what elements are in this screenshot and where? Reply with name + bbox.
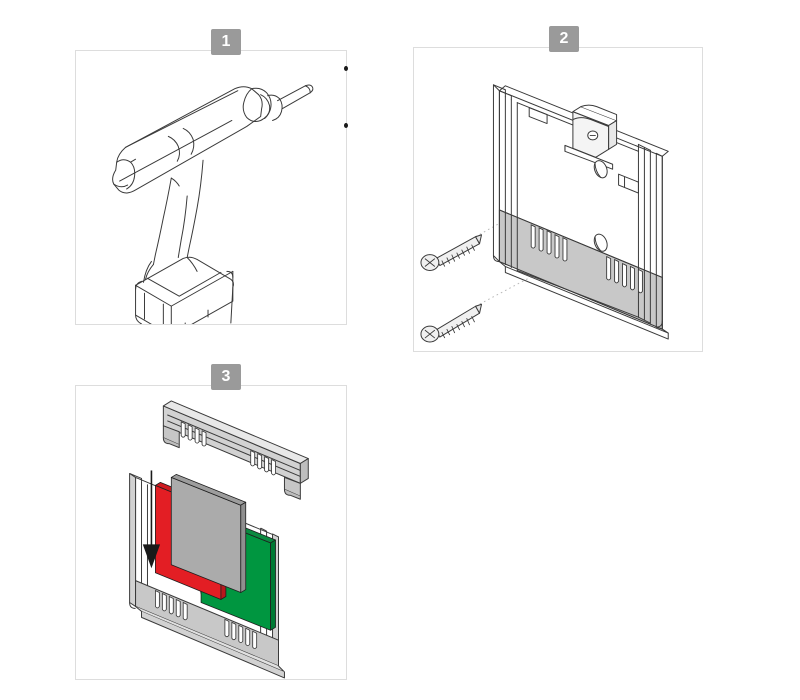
module-insertion-illustration [129, 400, 309, 679]
red-module [155, 481, 227, 600]
plate-shaded-band [498, 209, 663, 330]
vent-slots [530, 224, 643, 294]
panel-step-1 [75, 50, 348, 325]
insertion-arrow [142, 470, 161, 569]
step-badge-1: 1 [211, 29, 241, 55]
panel-step-2 [413, 47, 703, 352]
step-badge-2: 2 [549, 26, 579, 52]
drill-illustration [112, 84, 314, 324]
marker-dot-2 [344, 123, 348, 128]
base-screw-hole [200, 585, 212, 600]
panel-step-3 [75, 385, 347, 680]
top-hook-clip [564, 104, 618, 170]
mounting-plate-illustration [420, 84, 669, 343]
top-cover-rail [162, 400, 309, 500]
mounting-holes [593, 160, 608, 252]
alignment-guides [475, 168, 596, 307]
screw-lower [420, 303, 483, 343]
green-module [200, 511, 276, 631]
step-badge-3: 3 [211, 364, 241, 390]
marker-dot-1 [344, 66, 348, 71]
gray-module [170, 474, 247, 593]
screw-upper [420, 234, 483, 272]
base-vent-slots [154, 589, 258, 650]
